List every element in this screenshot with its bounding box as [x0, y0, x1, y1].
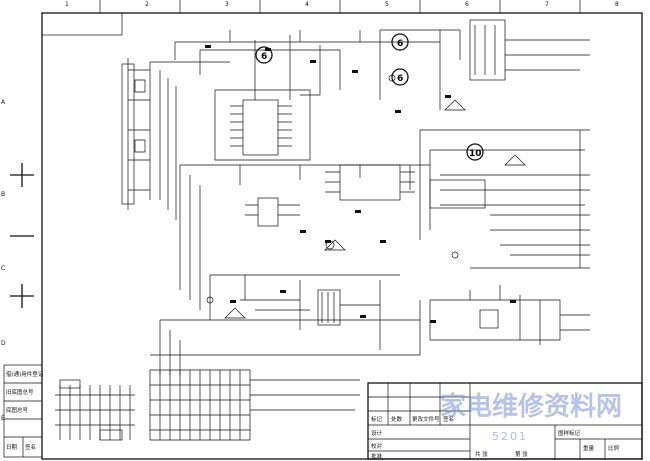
centering-cross-3 — [10, 284, 34, 308]
marker-3: 6 — [391, 68, 409, 86]
col-ref-7: 7 — [545, 1, 549, 8]
title-block: 标记 处数 更改文件号 签名 设计 校对 批准 图样标记 重量 比例 共 张 第… — [367, 382, 643, 460]
row-ref-c: C — [1, 265, 5, 272]
row-ref-a: A — [1, 99, 6, 106]
title-row-approve: 批准 — [371, 452, 383, 460]
label-date: 日期 — [6, 444, 18, 451]
transformer-lower — [317, 289, 341, 326]
title-col-change-doc: 更改文件号 — [412, 415, 440, 423]
label-drawing-no: 底图总号 — [6, 406, 29, 414]
schematic-wiring — [55, 19, 590, 441]
col-ref-2: 2 — [145, 1, 149, 8]
col-ref-6: 6 — [465, 1, 469, 8]
row-ref-d: D — [1, 340, 6, 347]
title-row-check: 校对 — [371, 442, 383, 450]
label-borrow-register: 借(通)用件登记 — [6, 370, 44, 378]
column-ticks: 1 2 3 4 5 6 7 8 — [65, 0, 619, 13]
outer-frame — [41, 12, 643, 460]
marker-1: 6 — [255, 46, 273, 64]
marker-4: 10 — [466, 143, 484, 161]
col-ref-8: 8 — [615, 1, 619, 8]
col-ref-1: 1 — [65, 1, 69, 8]
marker-2-label: 6 — [397, 39, 403, 49]
title-field-drawing-mark: 图样标记 — [558, 429, 581, 437]
centering-cross-1 — [10, 163, 34, 187]
col-ref-5: 5 — [385, 1, 389, 8]
marker-2: 6 — [391, 33, 409, 51]
title-col-count: 处数 — [391, 415, 403, 423]
label-signature: 签名 — [25, 443, 36, 451]
ic-main-left — [242, 99, 279, 156]
title-row-design: 设计 — [371, 429, 383, 437]
component-glyphs — [205, 45, 526, 323]
relay-block-top-right — [469, 19, 506, 81]
title-col-mark: 标记 — [371, 415, 383, 423]
title-field-sheet-no: 第 张 — [515, 450, 528, 458]
watermark-text: 家电维修资料网 — [440, 391, 622, 422]
marker-1-label: 6 — [261, 52, 267, 62]
row-ref-b: B — [1, 191, 5, 198]
row-ref-e: E — [1, 415, 5, 422]
marker-3-label: 6 — [397, 74, 403, 84]
connector-array-middle — [149, 369, 360, 441]
watermark-url: 5201 — [492, 430, 528, 443]
col-ref-3: 3 — [225, 1, 229, 8]
title-field-scale: 比例 — [608, 444, 620, 452]
opamp-lower-right — [479, 309, 499, 329]
ic-center — [339, 164, 401, 201]
ic-center-right — [429, 179, 486, 209]
watermark: 家电维修资料网 5201 — [440, 391, 622, 443]
connector-block-left — [121, 63, 135, 205]
registration-table: 借(通)用件登记 旧底图总号 底图总号 日期 签名 — [3, 364, 44, 458]
row-ticks: A B C D E — [1, 99, 6, 422]
label-old-drawing-no: 旧底图总号 — [6, 388, 34, 396]
marker-4-label: 10 — [469, 149, 482, 159]
title-corner-box — [41, 12, 123, 36]
connector-array-left — [55, 379, 135, 441]
ic-small-left — [257, 197, 279, 227]
title-field-weight: 重量 — [583, 444, 595, 452]
title-field-sheets: 共 张 — [475, 450, 488, 458]
col-ref-4: 4 — [305, 1, 309, 8]
title-col-sign: 签名 — [443, 415, 454, 423]
